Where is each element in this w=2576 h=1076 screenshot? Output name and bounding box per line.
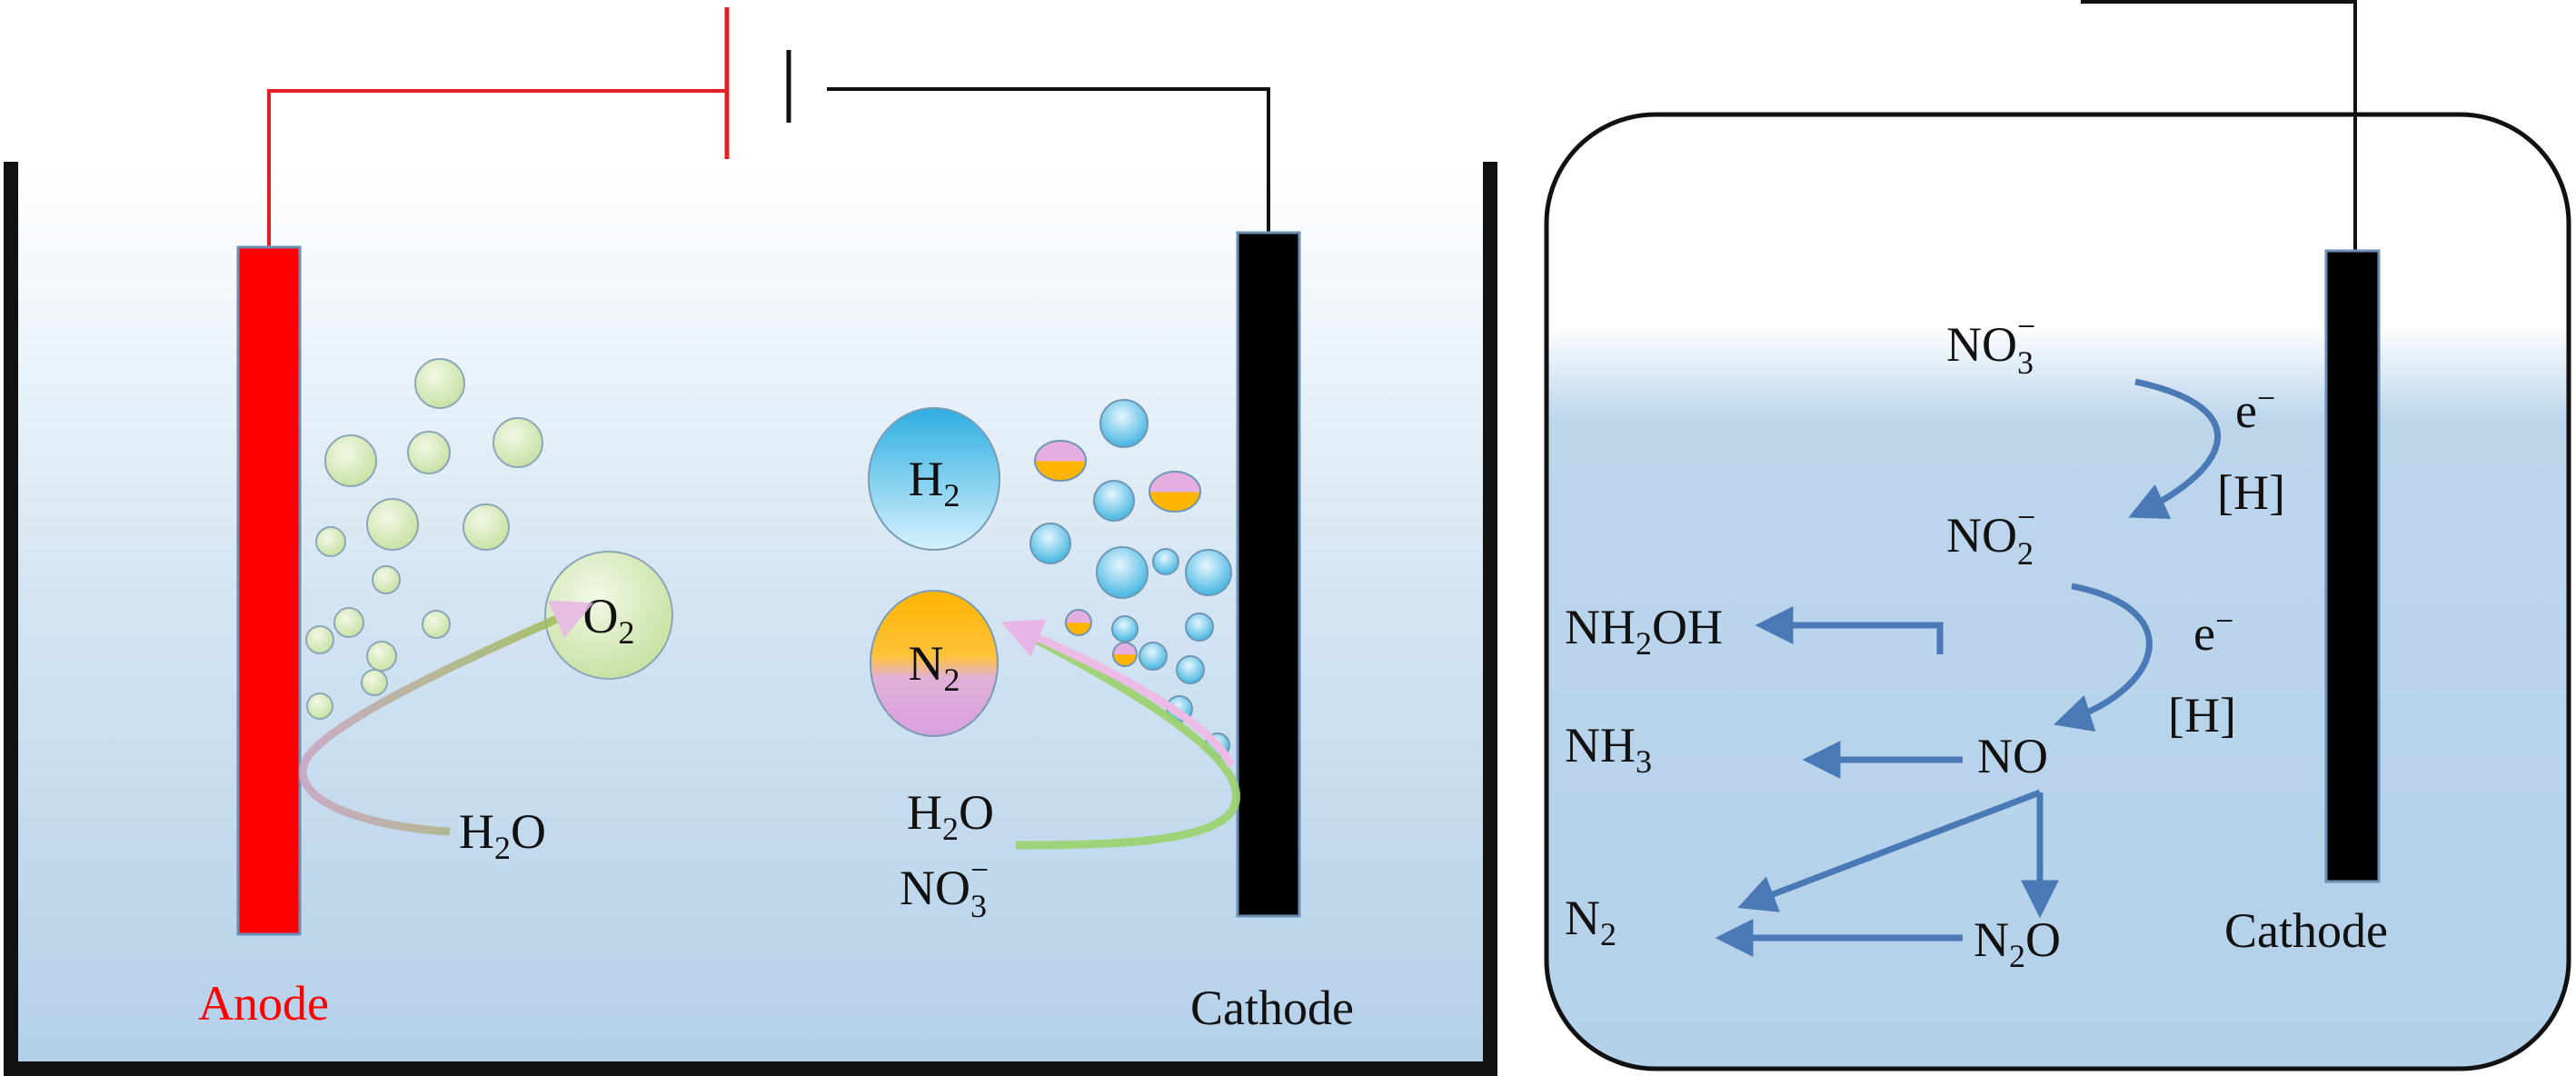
species-nh3: NH3	[1565, 718, 1652, 780]
arrow-no-to-n2	[1737, 789, 2042, 912]
negative-wire	[827, 87, 1270, 234]
species-no: NO	[1977, 729, 2048, 783]
arrow-no2-to-no	[2053, 583, 2153, 732]
right-cell: Cathode NO3− NO2− NH2OH NH3 NO N2 N2O e−…	[1544, 0, 2571, 1071]
step2-electron: e−	[2193, 603, 2233, 661]
cathode-reaction-arrow-head	[1000, 619, 1236, 768]
o2-bubble	[544, 551, 673, 680]
h2-label: H2	[909, 452, 960, 513]
step2-hydrogen: [H]	[2168, 688, 2236, 742]
species-n2o: N2O	[1974, 912, 2061, 974]
h2-bubble	[868, 407, 1000, 551]
n2-label: N2	[909, 636, 960, 698]
cathode-reactant-no3: NO3−	[900, 852, 989, 924]
cathode-reaction-arrow-base	[1006, 622, 1240, 850]
anode-label: Anode	[198, 976, 329, 1031]
right-cathode-electrode	[2324, 249, 2381, 883]
right-cathode-wire	[2081, 0, 2357, 253]
step1-electron: e−	[2235, 380, 2275, 438]
cathode-reactant-h2o: H2O	[907, 785, 994, 847]
pathway-arrows	[1715, 378, 2222, 957]
right-tank	[1544, 112, 2571, 1071]
species-nh2oh: NH2OH	[1565, 600, 1723, 662]
nitrogen-bubbles	[1034, 440, 1201, 667]
hydrogen-bubbles	[1029, 399, 1232, 758]
arrow-no3-to-no2	[2128, 378, 2222, 520]
species-no2: NO2−	[1946, 499, 2035, 572]
positive-wire	[267, 89, 727, 247]
oxygen-bubbles	[305, 358, 543, 720]
left-cathode-label: Cathode	[1190, 981, 1354, 1035]
arrow-no-to-nh2oh	[1755, 606, 1944, 654]
anode-reaction-arrow	[298, 600, 594, 836]
n2-bubble	[870, 590, 999, 737]
step1-hydrogen: [H]	[2217, 465, 2285, 520]
left-tank-wall	[4, 162, 1497, 1076]
species-no3: NO3−	[1946, 308, 2035, 381]
left-cell: O2 H2O H2 N2	[4, 7, 1497, 1076]
cathode-electrode	[1236, 231, 1301, 918]
right-cathode-label: Cathode	[2224, 903, 2388, 958]
anode-reactant-h2o: H2O	[459, 804, 546, 866]
species-n2: N2	[1565, 891, 1616, 952]
anode-electrode	[236, 245, 302, 936]
